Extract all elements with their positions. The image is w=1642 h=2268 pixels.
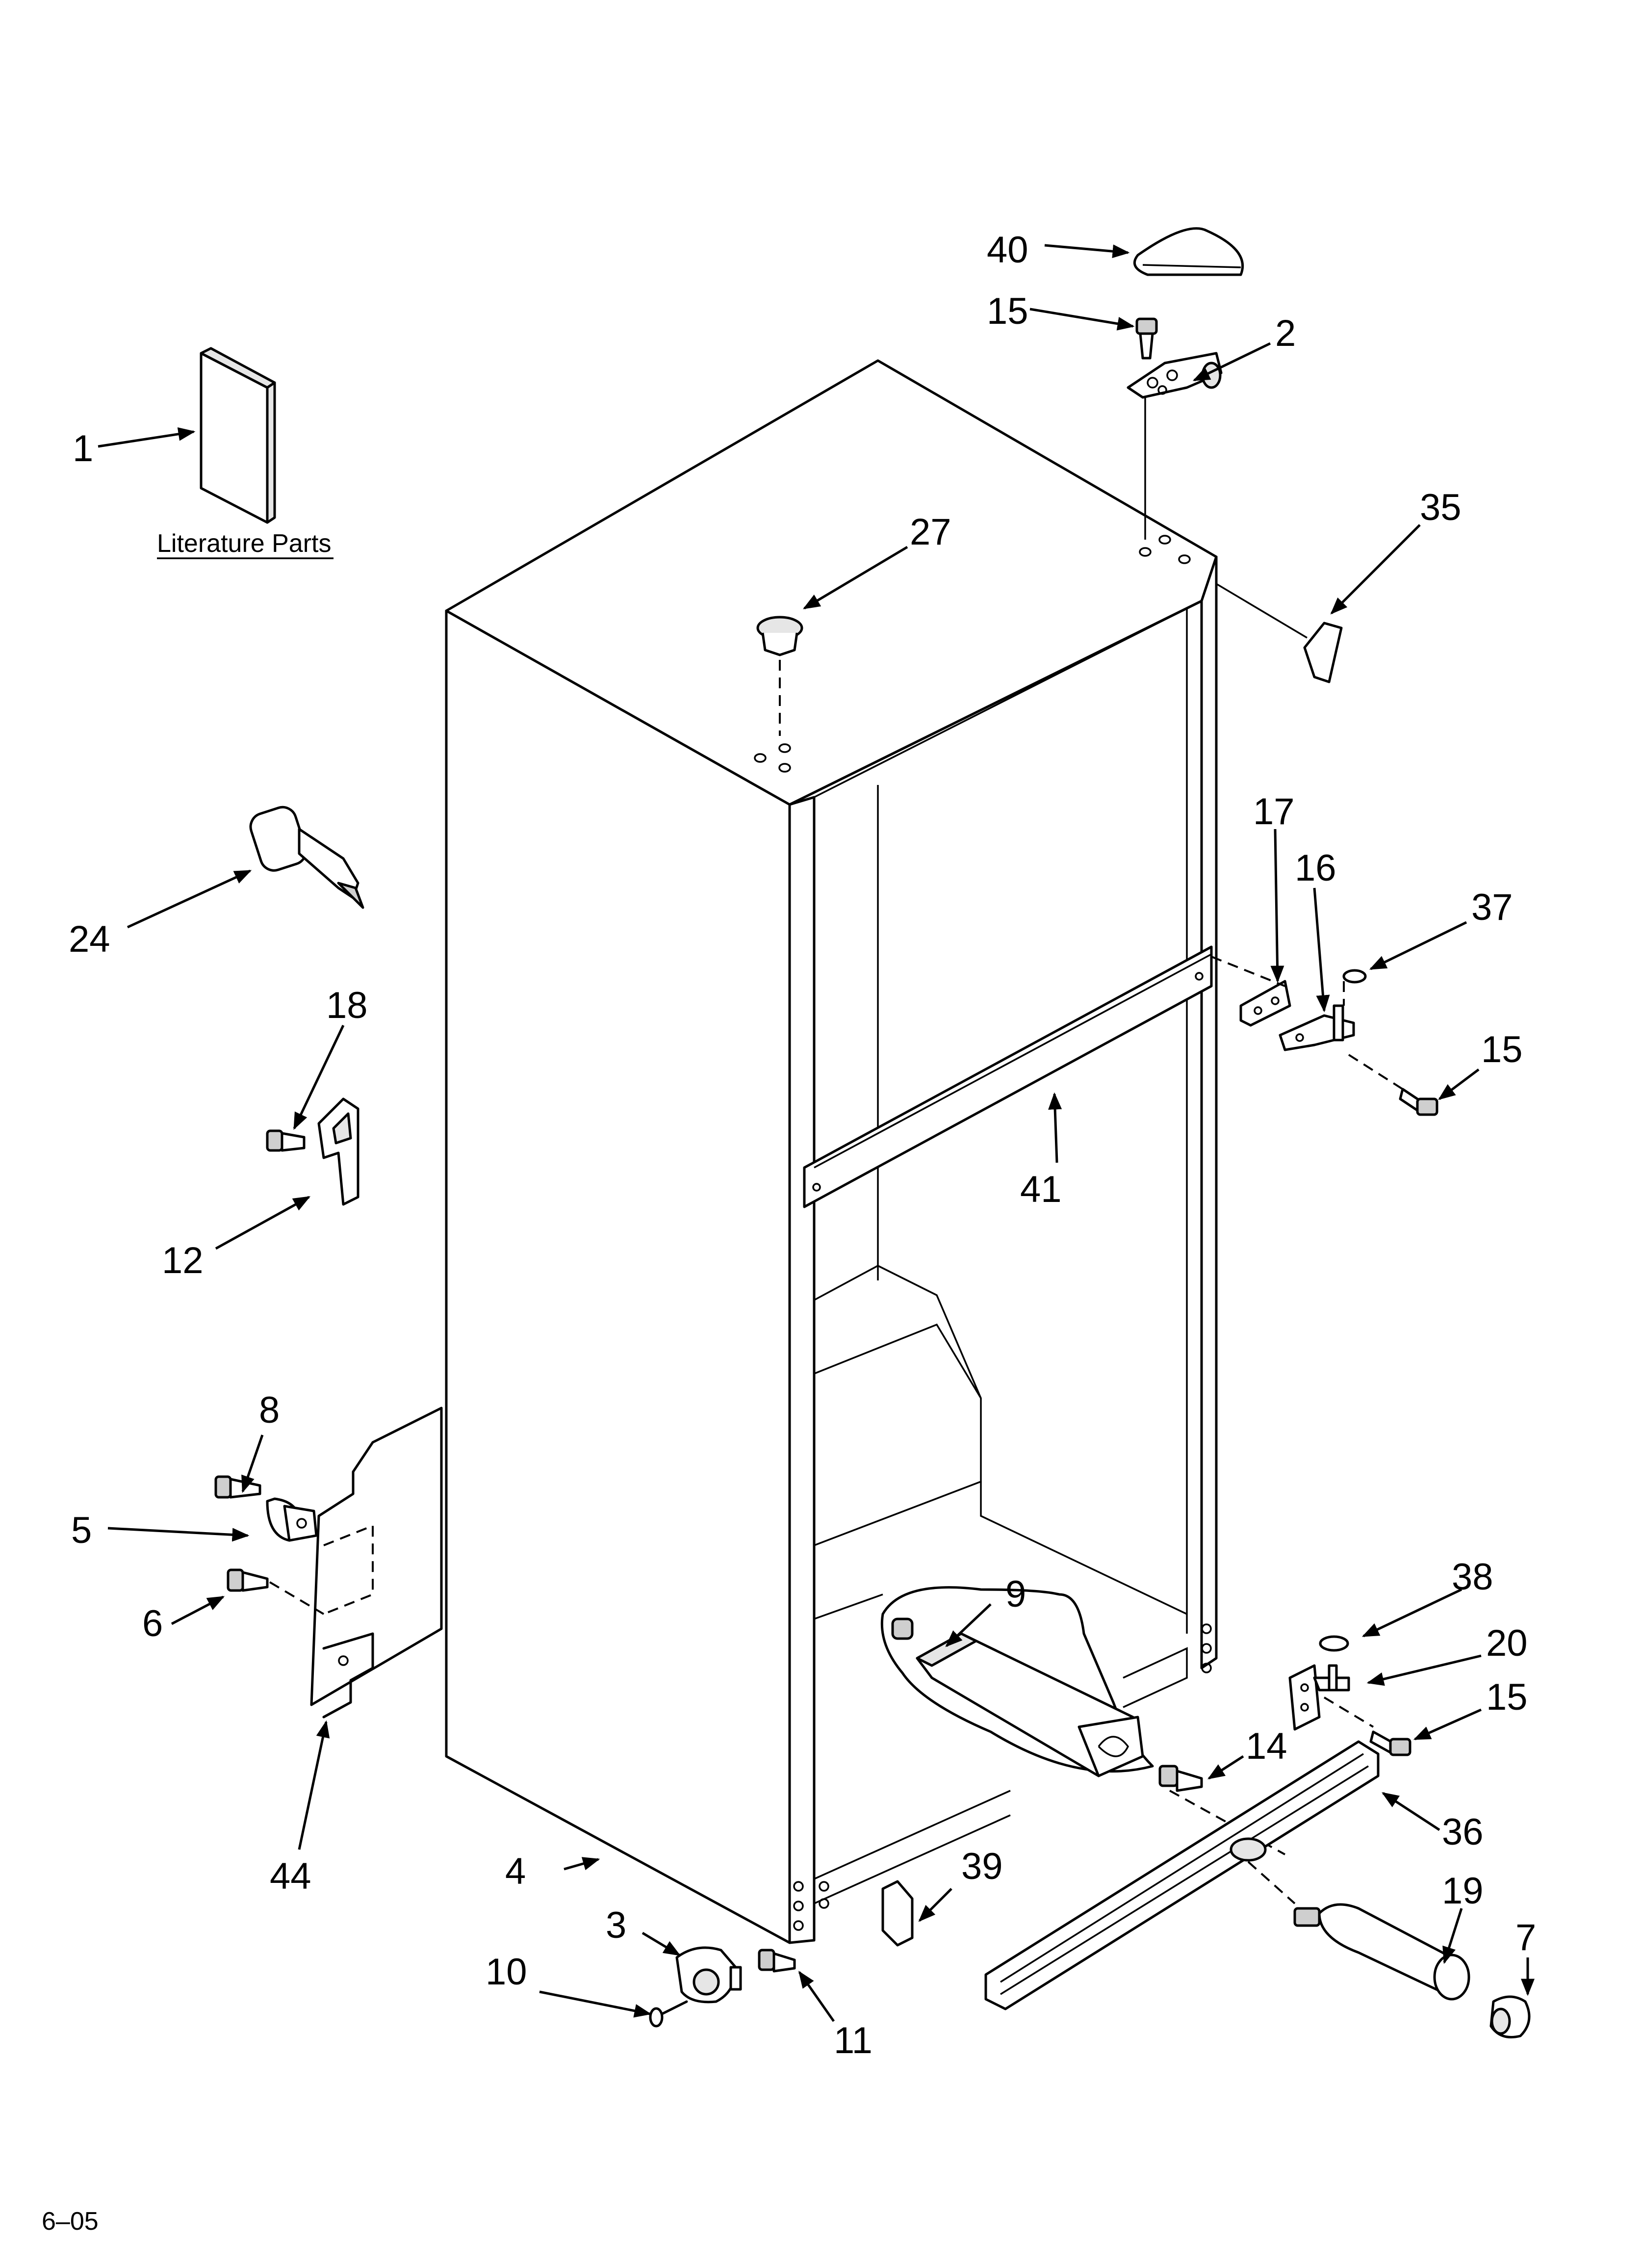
callout-15-lower: 15 bbox=[1486, 1676, 1528, 1718]
lower-hinge-bracket-part bbox=[1288, 1664, 1374, 1731]
center-hinge-part bbox=[1211, 956, 1355, 1051]
callout-27: 27 bbox=[910, 511, 951, 553]
screw-part-11 bbox=[758, 1949, 796, 1973]
callout-14: 14 bbox=[1246, 1725, 1287, 1767]
callout-41: 41 bbox=[1020, 1169, 1062, 1210]
screw-part-top bbox=[1135, 317, 1158, 360]
cabinet-body bbox=[445, 359, 1218, 1944]
base-grille-part bbox=[984, 1740, 1380, 2010]
filter-cartridge-part bbox=[1293, 1903, 1470, 2001]
callout-15-mid: 15 bbox=[1481, 1029, 1523, 1070]
screw-part-lower bbox=[1369, 1730, 1411, 1756]
callout-1: 1 bbox=[73, 428, 93, 469]
callout-16: 16 bbox=[1295, 847, 1336, 889]
callout-9: 9 bbox=[1005, 1573, 1026, 1615]
callout-12: 12 bbox=[162, 1240, 204, 1281]
callout-44: 44 bbox=[270, 1855, 311, 1897]
leader-arrows bbox=[98, 244, 1535, 2022]
filter-cap-part bbox=[1489, 1995, 1531, 2038]
washer-part-37 bbox=[1342, 969, 1367, 984]
callout-labels: 1 40 15 2 35 27 24 18 12 17 16 37 15 41 … bbox=[69, 229, 1536, 2061]
callout-40: 40 bbox=[987, 229, 1028, 271]
callout-18: 18 bbox=[326, 985, 368, 1026]
callout-19: 19 bbox=[1442, 1870, 1484, 1912]
footer-revision-code: 6–05 bbox=[42, 2207, 99, 2236]
center-hinge-bracket-part bbox=[1239, 980, 1291, 1027]
callout-24: 24 bbox=[69, 918, 110, 960]
callout-35: 35 bbox=[1420, 487, 1462, 528]
cross-rail bbox=[803, 945, 1213, 1208]
callout-11: 11 bbox=[834, 2020, 872, 2061]
callout-20: 20 bbox=[1486, 1622, 1528, 1664]
callout-3: 3 bbox=[606, 1904, 626, 1946]
filter-housing-part bbox=[880, 1586, 1154, 1777]
callout-10: 10 bbox=[486, 1951, 527, 1993]
clip-part bbox=[317, 1097, 359, 1206]
grille-clip-part bbox=[881, 1880, 914, 1947]
literature-parts-label: Literature Parts bbox=[157, 529, 332, 558]
top-hinge-part bbox=[1127, 352, 1223, 540]
back-plate bbox=[310, 1407, 443, 1719]
callout-39: 39 bbox=[961, 1846, 1003, 1887]
screw-part-18 bbox=[266, 1129, 306, 1152]
plug-part bbox=[756, 616, 803, 736]
callout-37: 37 bbox=[1471, 886, 1513, 928]
clamp-part bbox=[266, 1497, 318, 1542]
callout-15-top: 15 bbox=[987, 290, 1028, 332]
callout-4: 4 bbox=[505, 1851, 526, 1892]
hinge-cover-part bbox=[1133, 227, 1244, 276]
callout-38: 38 bbox=[1452, 1556, 1493, 1598]
trim-part bbox=[1216, 583, 1343, 683]
callout-8: 8 bbox=[259, 1389, 280, 1431]
roller-pin-part bbox=[649, 2000, 688, 2028]
callout-17: 17 bbox=[1253, 791, 1295, 833]
roller-part bbox=[675, 1946, 742, 2004]
screw-part-mid bbox=[1348, 1054, 1438, 1116]
callout-7: 7 bbox=[1515, 1917, 1536, 1958]
screw-part-8 bbox=[214, 1475, 261, 1499]
screw-part-6 bbox=[227, 1568, 325, 1615]
callout-2: 2 bbox=[1275, 313, 1296, 354]
callout-5: 5 bbox=[71, 1510, 92, 1551]
literature-parts-booklet bbox=[200, 347, 276, 524]
callout-36: 36 bbox=[1442, 1811, 1484, 1853]
door-stop-pin-part bbox=[249, 806, 364, 909]
washer-part-38 bbox=[1319, 1635, 1349, 1652]
callout-6: 6 bbox=[142, 1603, 163, 1644]
